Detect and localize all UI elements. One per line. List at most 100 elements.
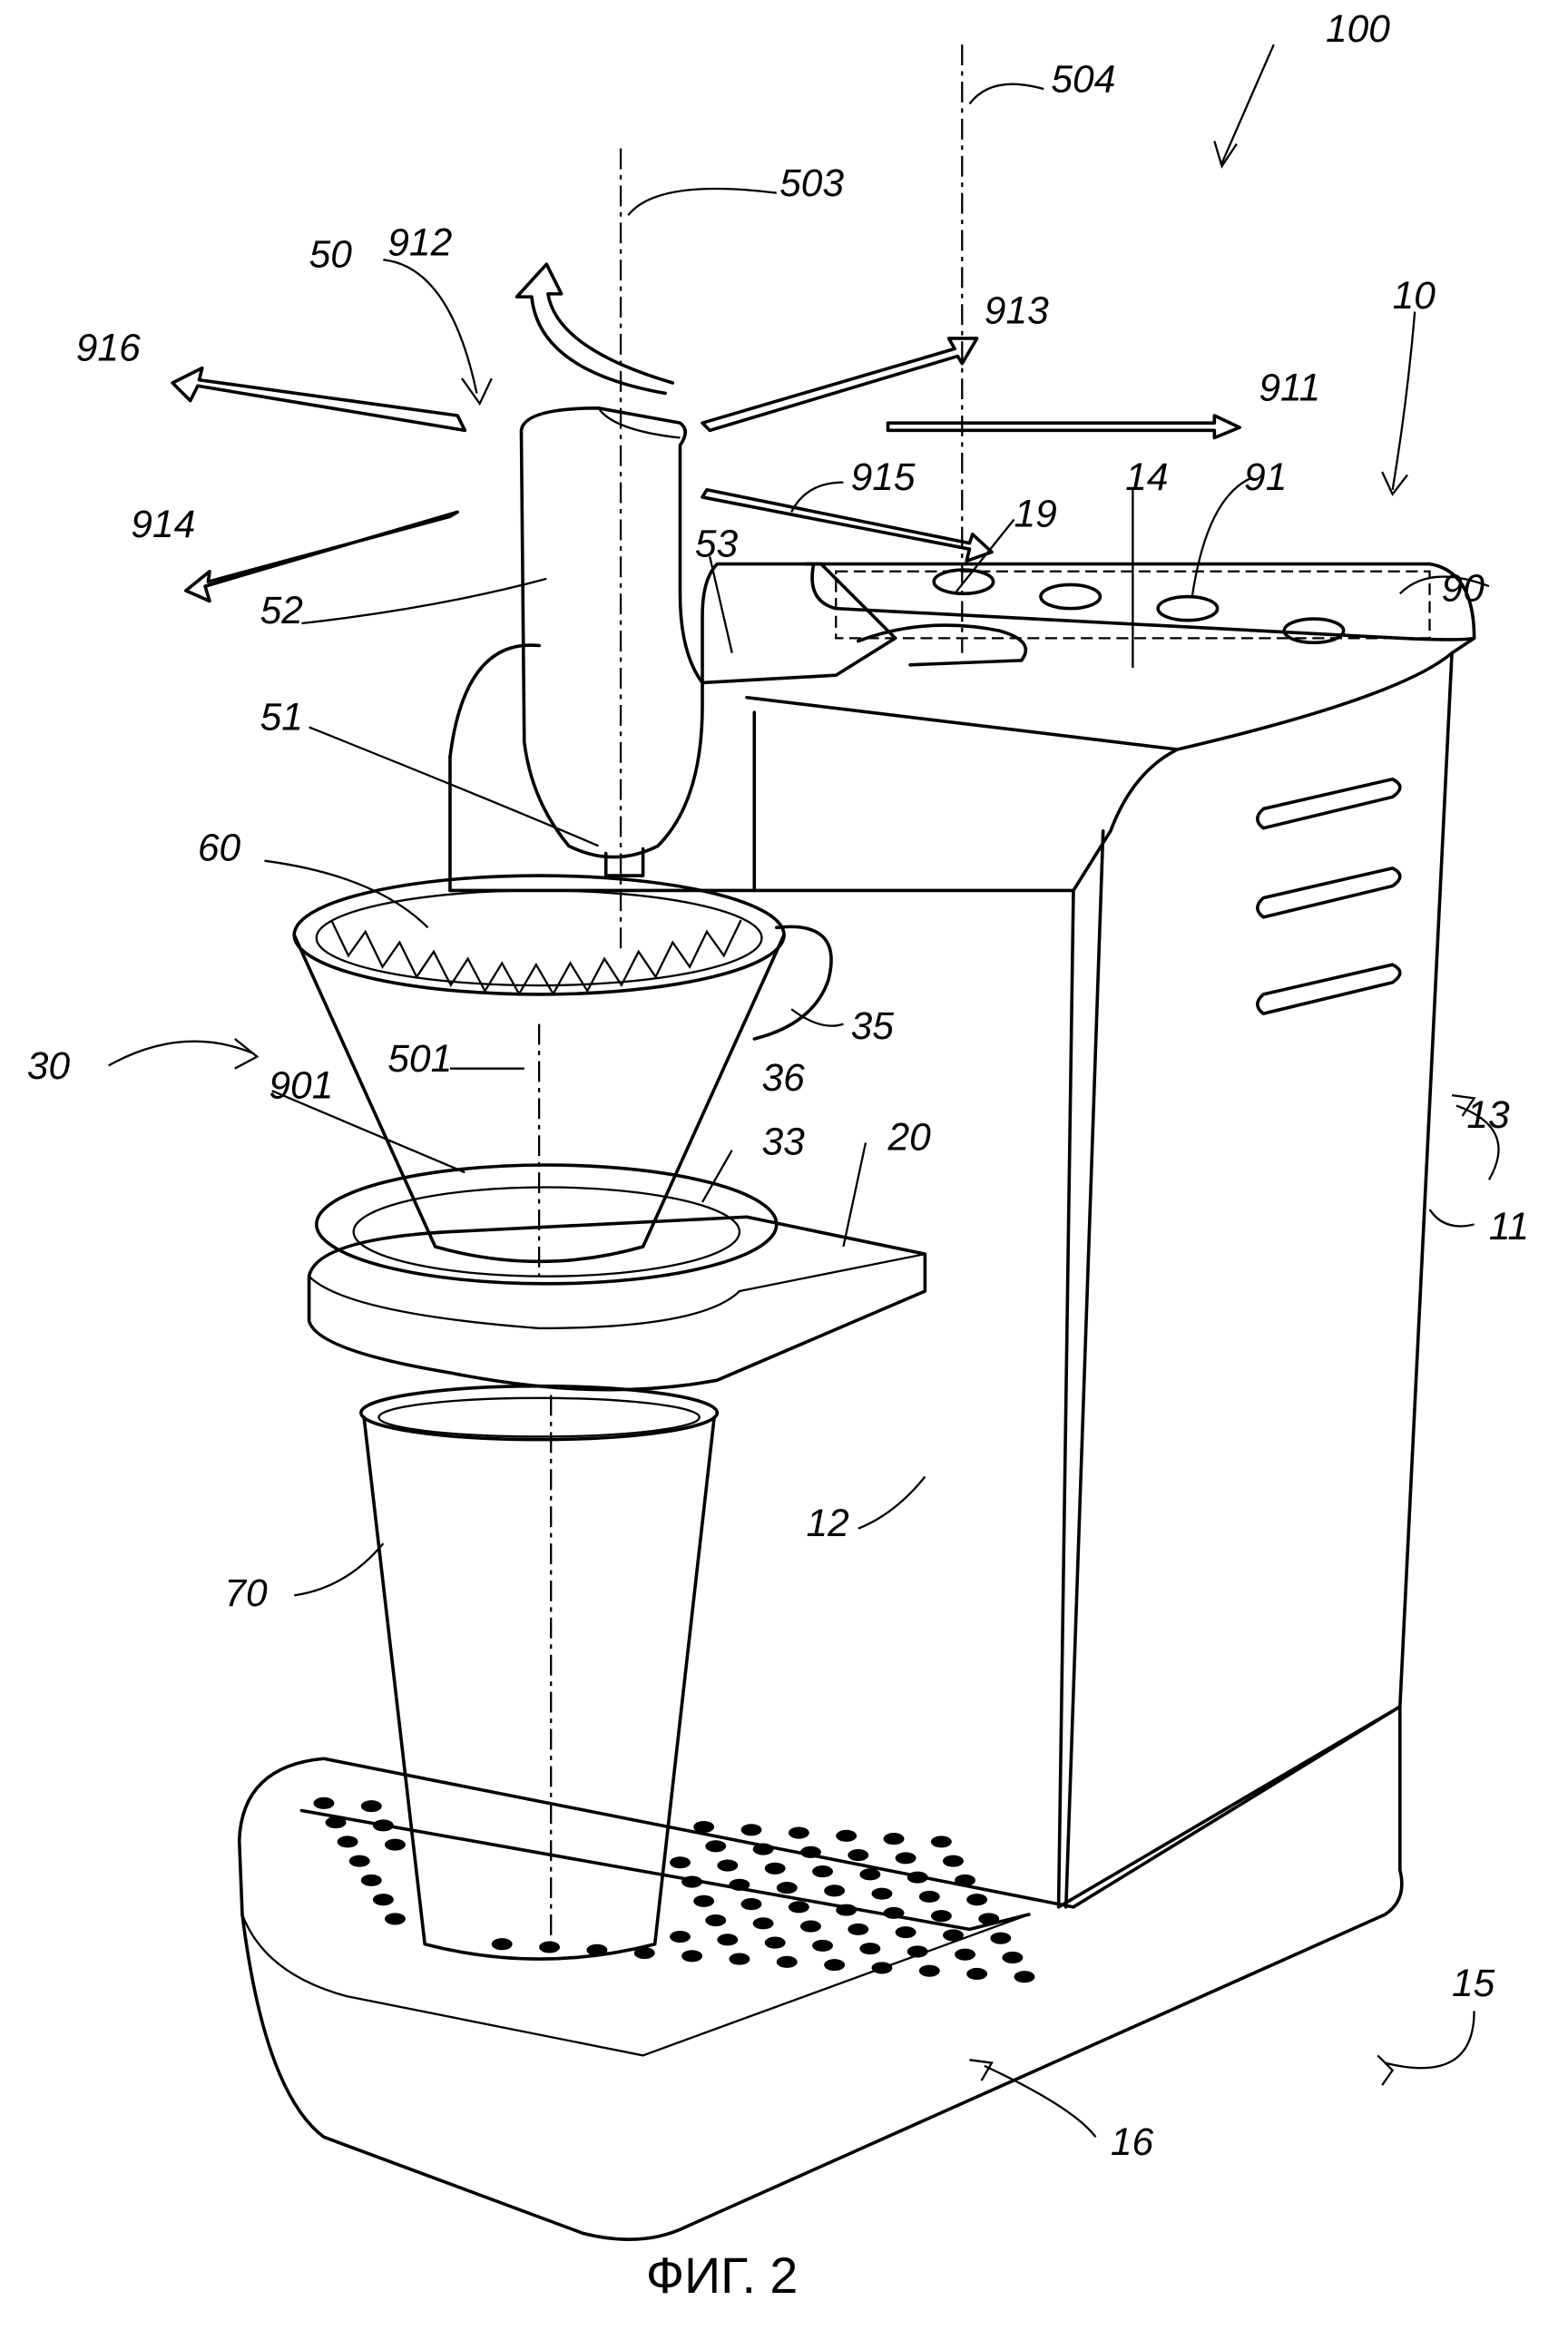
arrow-913: [701, 337, 979, 433]
drip-hole: [705, 1840, 727, 1853]
drip-hole: [693, 1894, 715, 1907]
drip-hole: [313, 1796, 335, 1809]
drip-hole: [539, 1941, 561, 1953]
drip-hole: [883, 1906, 905, 1919]
leader-lines: [108, 44, 1500, 2139]
drip-hole: [895, 1926, 916, 1939]
drip-hole: [930, 1836, 952, 1848]
drip-holes: [313, 1796, 1035, 1983]
drip-hole: [385, 1838, 406, 1851]
label-50: 50: [309, 233, 353, 276]
drip-hole: [943, 1855, 964, 1867]
drip-hole: [752, 1843, 774, 1855]
label-16: 16: [1111, 2121, 1154, 2164]
drip-hole: [693, 1820, 715, 1834]
drip-hole: [799, 1845, 821, 1858]
drip-hole: [906, 1945, 928, 1958]
label-53: 53: [695, 523, 739, 565]
drip-hole: [883, 1833, 905, 1845]
drip-hole: [978, 1913, 1000, 1925]
label-501: 501: [387, 1038, 452, 1081]
drip-hole: [372, 1894, 394, 1906]
dripper-30: [292, 874, 833, 1264]
label-35: 35: [851, 1005, 895, 1048]
drip-hole: [372, 1819, 394, 1832]
drip-hole: [729, 1953, 750, 1965]
cup-70: [359, 1384, 720, 1961]
drip-hole: [752, 1917, 774, 1930]
drip-hole: [740, 1898, 762, 1911]
drip-hole: [776, 1955, 798, 1968]
motion-arrows: [171, 262, 1241, 603]
drip-hole: [871, 1962, 893, 1974]
label-915: 915: [851, 456, 916, 499]
drip-hole: [717, 1934, 739, 1946]
label-33: 33: [761, 1121, 805, 1164]
drip-hole: [859, 1943, 881, 1955]
drip-hole: [1014, 1971, 1035, 1983]
drip-hole: [871, 1887, 893, 1900]
drip-hole: [764, 1936, 786, 1949]
drip-hole: [859, 1868, 881, 1881]
label-91: 91: [1244, 456, 1287, 499]
drip-hole: [633, 1946, 655, 1960]
label-10: 10: [1393, 275, 1436, 318]
drip-hole: [348, 1855, 370, 1867]
drip-hole: [824, 1885, 846, 1897]
arrow-916: [171, 366, 467, 433]
plate-33: [314, 1163, 779, 1286]
button: [932, 568, 995, 596]
drip-hole: [740, 1824, 762, 1836]
arrow-915: [701, 487, 994, 563]
label-70: 70: [224, 1572, 268, 1615]
drip-hole: [812, 1939, 833, 1952]
drip-hole: [955, 1948, 976, 1961]
drip-hole: [836, 1829, 858, 1842]
drip-hole: [717, 1859, 739, 1872]
drip-hole: [848, 1923, 869, 1935]
drip-hole: [1002, 1951, 1024, 1963]
drip-hole: [918, 1964, 940, 1977]
drip-hole: [670, 1856, 691, 1869]
label-913: 913: [985, 290, 1049, 333]
button: [1039, 582, 1102, 611]
drip-hole: [930, 1910, 952, 1923]
drip-hole: [337, 1836, 358, 1848]
drip-hole: [836, 1904, 858, 1916]
drip-hole: [788, 1826, 809, 1839]
label-914: 914: [131, 504, 195, 546]
label-30: 30: [27, 1045, 71, 1088]
housing: [448, 562, 1476, 1909]
button: [1282, 617, 1346, 645]
label-36: 36: [761, 1057, 805, 1100]
platform-20: [307, 1163, 927, 1392]
arrow-914: [184, 510, 459, 603]
label-916: 916: [76, 327, 141, 369]
label-11: 11: [1489, 1206, 1529, 1248]
drip-hole: [729, 1878, 750, 1891]
figure-caption: ФИГ. 2: [646, 2247, 798, 2304]
drip-hole: [966, 1894, 988, 1906]
drip-hole: [990, 1932, 1012, 1944]
label-52: 52: [260, 590, 304, 632]
drip-hole: [812, 1865, 833, 1878]
drip-hole: [360, 1874, 382, 1886]
drip-hole: [966, 1967, 988, 1980]
label-14: 14: [1125, 456, 1168, 499]
drip-hole: [918, 1890, 940, 1903]
drip-hole: [906, 1871, 928, 1884]
drip-hole: [943, 1929, 964, 1942]
label-15: 15: [1452, 1963, 1495, 2005]
drip-hole: [670, 1931, 691, 1943]
label-12: 12: [807, 1503, 850, 1545]
arrow-911: [886, 414, 1241, 440]
drip-hole: [681, 1950, 703, 1963]
label-503: 503: [779, 162, 844, 205]
button: [1156, 594, 1220, 622]
label-13: 13: [1466, 1094, 1510, 1137]
label-911: 911: [1259, 367, 1320, 410]
label-51: 51: [260, 697, 303, 739]
drip-hole: [799, 1920, 821, 1933]
